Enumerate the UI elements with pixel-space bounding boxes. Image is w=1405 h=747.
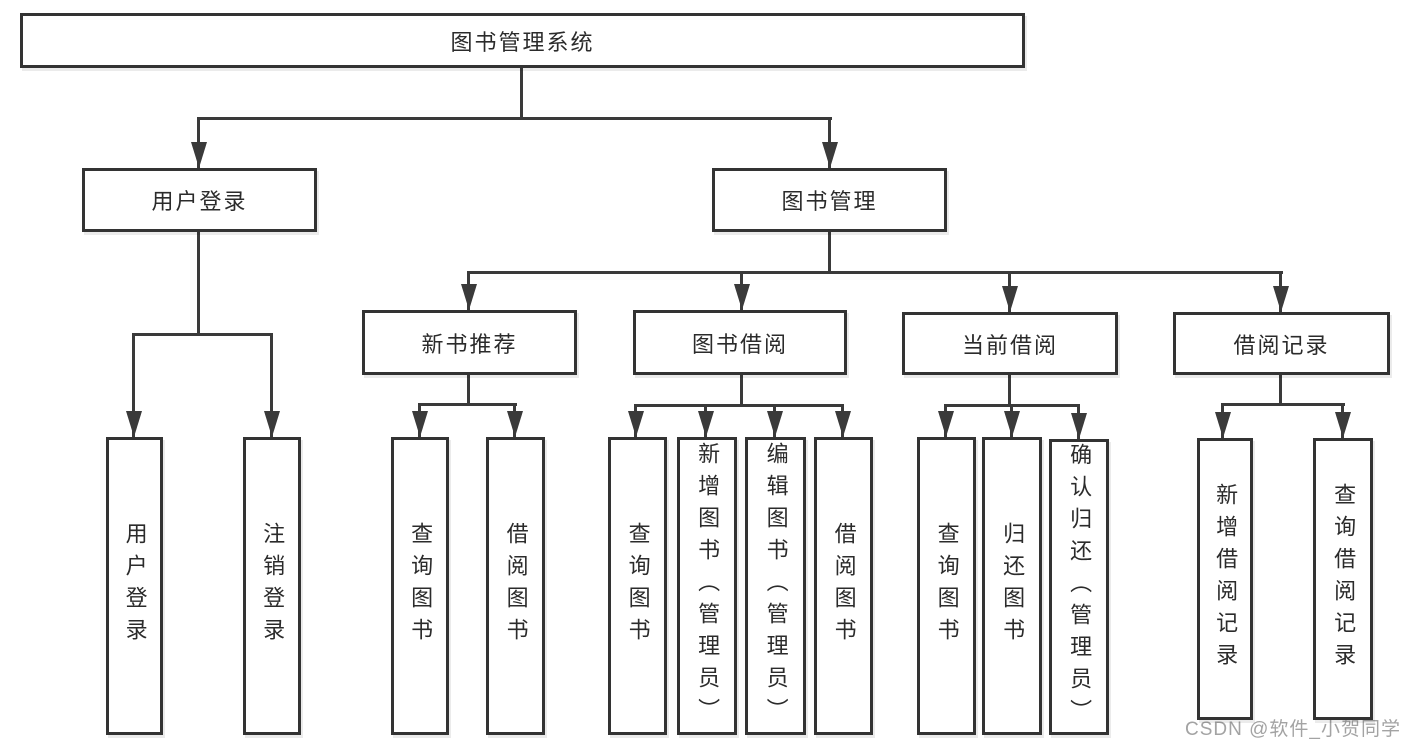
node-user-login-branch: 用户登录 [82,168,317,232]
node-leaf-add-borrow-record: 新增借阅记录 [1197,438,1253,720]
node-label: 借阅图书 [503,522,529,650]
node-label: 借阅图书 [831,522,857,650]
node-leaf-query-books-rec: 查询图书 [391,437,449,735]
connector-line [740,375,743,406]
arrow-down-icon [835,411,851,437]
node-book-borrow: 图书借阅 [633,310,847,375]
node-leaf-query-books-borrow: 查询图书 [608,437,667,735]
node-label: 新增借阅记录 [1213,483,1239,675]
node-label: 当前借阅 [961,332,1058,358]
arrow-down-icon [412,411,428,437]
node-leaf-confirm-return-admin: 确认归还（管理员） [1049,439,1109,735]
node-label: 图书管理 [781,189,878,214]
node-label: 新增图书（管理员） [695,442,721,730]
node-new-book-rec: 新书推荐 [362,310,577,375]
node-label: 编辑图书（管理员） [763,442,789,730]
arrow-down-icon [628,411,644,437]
node-leaf-edit-book-admin: 编辑图书（管理员） [745,437,806,735]
node-label: 图书借阅 [691,331,788,357]
node-label: 注销登录 [260,522,286,650]
connector-line [520,68,523,118]
connector-line [467,271,1283,274]
arrow-down-icon [1273,286,1289,312]
node-label: 借阅记录 [1233,332,1330,358]
connector-line [270,333,273,437]
node-label: 用户登录 [122,522,148,650]
node-label: 查询图书 [934,522,960,650]
arrow-down-icon [734,284,750,310]
arrow-down-icon [1071,413,1087,439]
node-root: 图书管理系统 [20,13,1025,68]
arrow-down-icon [698,411,714,437]
node-borrow-records: 借阅记录 [1173,312,1390,375]
connector-line [197,232,200,335]
node-leaf-return-book: 归还图书 [982,437,1042,735]
arrow-down-icon [126,411,142,437]
node-label: 新书推荐 [421,331,518,357]
connector-line [467,375,470,405]
connector-line [828,232,831,273]
arrow-down-icon [822,142,838,168]
arrow-down-icon [191,142,207,168]
connector-line [634,404,843,407]
node-label: 用户登录 [151,189,248,214]
node-leaf-user-login: 用户登录 [106,437,163,735]
node-leaf-add-book-admin: 新增图书（管理员） [677,437,737,735]
arrow-down-icon [767,411,783,437]
connector-line [1008,375,1011,406]
node-leaf-logout: 注销登录 [243,437,301,735]
node-label: 查询图书 [408,522,434,650]
csdn-watermark: CSDN @软件_小贺同学 [1185,719,1401,740]
node-leaf-query-borrow-record: 查询借阅记录 [1313,438,1373,720]
node-label: 查询图书 [625,522,651,650]
arrow-down-icon [1335,412,1351,438]
node-label: 图书管理系统 [450,29,595,55]
connector-line [418,403,517,406]
arrow-down-icon [938,411,954,437]
node-label: 确认归还（管理员） [1067,443,1093,731]
arrow-down-icon [507,411,523,437]
node-book-mgmt-branch: 图书管理 [712,168,947,232]
connector-line [1221,403,1345,406]
connector-line [197,117,832,120]
arrow-down-icon [264,411,280,437]
node-current-borrow: 当前借阅 [902,312,1118,375]
node-label: 归还图书 [1000,522,1026,650]
node-leaf-borrow-books-rec: 借阅图书 [486,437,545,735]
connector-line [132,333,273,336]
arrow-down-icon [461,284,477,310]
node-label: 查询借阅记录 [1331,483,1357,675]
node-leaf-query-books-current: 查询图书 [917,437,976,735]
node-leaf-borrow-books-2: 借阅图书 [814,437,873,735]
arrow-down-icon [1004,411,1020,437]
connector-line [1279,375,1282,405]
arrow-down-icon [1002,286,1018,312]
arrow-down-icon [1215,412,1231,438]
connector-line [132,333,135,437]
